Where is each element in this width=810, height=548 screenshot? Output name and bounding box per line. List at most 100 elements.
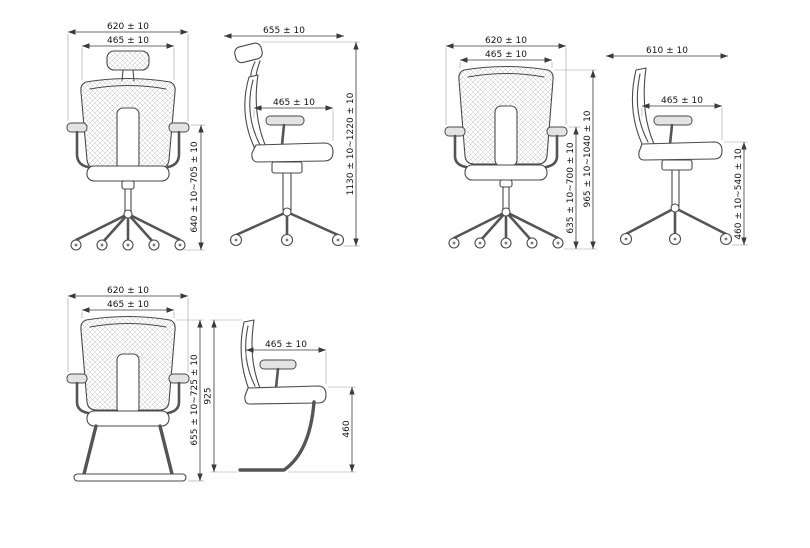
frame-leg-right (158, 424, 174, 476)
armrest-pad (265, 115, 305, 126)
drawing-swivel-side: 610 ± 10 465 ± 10 460 ± 10~540 ± 10 (605, 46, 748, 246)
casters (619, 232, 733, 246)
armrest-pad (259, 359, 297, 370)
casters (448, 237, 564, 249)
floor-runner (73, 473, 187, 482)
frame-leg-left (82, 424, 98, 476)
dim-seat-depth: 465 ± 10 (273, 98, 315, 108)
armrest-pad-left (66, 122, 88, 133)
seat-mechanism (499, 179, 513, 188)
dimensions: 655 ± 10 465 ± 10 1130 ± 10~1220 ± 10 (223, 26, 360, 247)
dim-overall-depth: 610 ± 10 (646, 46, 688, 56)
backrest (240, 319, 261, 393)
dim-seat-depth: 465 ± 10 (265, 340, 307, 350)
drawing-swivel-headrest-front: 620 ± 10 465 ± 10 640 ± 10~705 ± 10 (66, 22, 205, 251)
drawing-visitor-front: 620 ± 10 465 ± 10 655 ± 10~725 ± 10 (66, 286, 204, 482)
armrest-pad-right (168, 373, 190, 384)
figure-swivel-front: 620 ± 10 465 ± 10 635 ± 10~700 ± 10 965 … (428, 32, 603, 264)
chair-drawing (444, 65, 568, 249)
dim-side-height: 640 ± 10~705 ± 10 (190, 141, 200, 233)
armrest-post-right (544, 134, 559, 169)
base-legs (74, 212, 182, 247)
armrest-post-left (453, 134, 468, 169)
dimensions: 620 ± 10 465 ± 10 640 ± 10~705 ± 10 (67, 22, 205, 251)
armrest-pad (653, 115, 693, 126)
armrest-pad-right (168, 122, 190, 133)
armrest-post-right (166, 381, 181, 415)
armrest-post (668, 123, 674, 146)
dim-overall-width: 620 ± 10 (107, 286, 149, 296)
dim-overall-depth: 655 ± 10 (263, 26, 305, 36)
dim-side-height: 655 ± 10~725 ± 10 (190, 354, 200, 446)
lumbar-spine (116, 107, 140, 171)
figure-swivel-headrest-front: 620 ± 10 465 ± 10 640 ± 10~705 ± 10 (50, 18, 215, 263)
drawing-swivel-front: 620 ± 10 465 ± 10 635 ± 10~700 ± 10 965 … (444, 36, 597, 250)
lumbar-spine (494, 105, 518, 167)
backrest-inner-line (636, 73, 649, 143)
seat-mechanism (121, 180, 135, 190)
armrest-post-right (166, 130, 181, 169)
dim-seat-height: 460 ± 10~540 ± 10 (734, 148, 744, 240)
dim-seat-depth: 465 ± 10 (661, 96, 703, 106)
dim-overall-height: 1130 ± 10~1220 ± 10 (346, 92, 356, 195)
armrest-post-left (75, 381, 90, 415)
dimensions: 465 ± 10 925 460 (204, 319, 356, 473)
dim-overall-height: 925 (204, 387, 214, 404)
dim-overall-width: 620 ± 10 (107, 22, 149, 32)
drawing-visitor-side: 465 ± 10 925 460 (204, 319, 356, 473)
chair-drawing (619, 67, 733, 246)
dim-back-width: 465 ± 10 (485, 50, 527, 60)
base-hub (282, 207, 292, 217)
lumbar-spine (116, 353, 140, 415)
gas-lift (124, 188, 132, 215)
cantilever-frame (238, 400, 316, 472)
drawing-swivel-headrest-side: 655 ± 10 465 ± 10 1130 ± 10~1220 ± 10 (223, 26, 360, 247)
chair-drawing (66, 315, 190, 482)
armrest-pad-right (546, 126, 568, 137)
backrest (244, 74, 267, 152)
seat (251, 142, 334, 163)
backrest-inner-line (89, 322, 167, 328)
figure-swivel-headrest-side: 655 ± 10 465 ± 10 1130 ± 10~1220 ± 10 (210, 22, 365, 264)
armrest-post (280, 123, 286, 147)
figure-visitor-side: 465 ± 10 925 460 (200, 312, 370, 507)
figure-swivel-side: 610 ± 10 465 ± 10 460 ± 10~540 ± 10 (600, 42, 760, 264)
dimensions: 620 ± 10 465 ± 10 635 ± 10~700 ± 10 965 … (445, 36, 597, 250)
chair-drawing (229, 42, 345, 247)
backrest-inner-line (89, 84, 167, 90)
backrest (631, 67, 655, 149)
seat (244, 385, 327, 405)
chair-drawing (238, 319, 327, 472)
seat (86, 165, 170, 182)
dim-back-width: 465 ± 10 (107, 36, 149, 46)
seat (638, 141, 723, 161)
casters (70, 239, 186, 251)
base-legs (452, 210, 560, 245)
dim-overall-width: 620 ± 10 (485, 36, 527, 46)
gas-lift (502, 186, 510, 213)
seat (464, 164, 548, 181)
seat-mechanism (271, 161, 303, 174)
base-hub (670, 203, 680, 213)
dim-overall-height: 965 ± 10~1040 ± 10 (583, 110, 593, 207)
dimensions: 620 ± 10 465 ± 10 655 ± 10~725 ± 10 (67, 286, 204, 482)
backrest-inner-line (249, 79, 261, 146)
armrest-post-left (75, 130, 90, 169)
dim-inner-height: 635 ± 10~700 ± 10 (566, 142, 576, 234)
dim-back-width: 465 ± 10 (107, 300, 149, 310)
seat (86, 410, 170, 427)
armrest-post (274, 367, 280, 390)
headrest (106, 50, 150, 71)
base-hub (123, 209, 133, 219)
armrest-pad-left (444, 126, 466, 137)
base-hub (501, 207, 511, 217)
seat-mechanism (661, 159, 693, 171)
dimensions: 610 ± 10 465 ± 10 460 ± 10~540 ± 10 (605, 46, 748, 246)
casters (229, 233, 345, 247)
armrest-pad-left (66, 373, 88, 384)
headrest (234, 42, 263, 64)
gas-lift (282, 172, 292, 211)
figure-visitor-front: 620 ± 10 465 ± 10 655 ± 10~725 ± 10 (50, 282, 215, 507)
backrest-inner-line (467, 72, 545, 78)
